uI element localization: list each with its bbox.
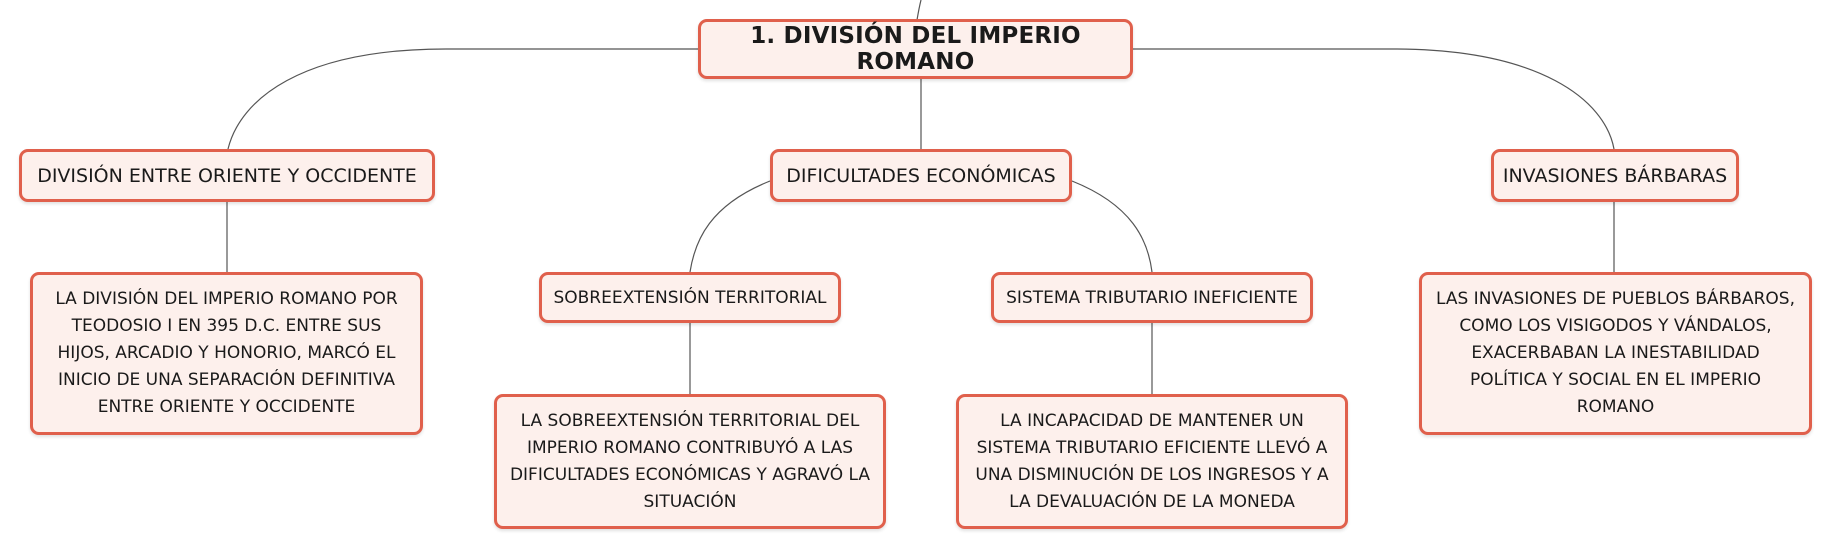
invasions-detail-node[interactable]: LAS INVASIONES DE PUEBLOS BÁRBAROS, COMO… [1419,272,1812,435]
invasions-node[interactable]: INVASIONES BÁRBARAS [1491,149,1739,202]
overextension-node[interactable]: SOBREEXTENSIÓN TERRITORIAL [539,272,841,323]
root-node-label: 1. DIVISIÓN DEL IMPERIO ROMANO [750,23,1081,75]
connector-root-to-division [227,48,698,150]
root-node[interactable]: 1. DIVISIÓN DEL IMPERIO ROMANO [698,19,1133,79]
connector-economic-to-overextension [689,180,771,273]
division-detail-node[interactable]: LA DIVISIÓN DEL IMPERIO ROMANO POR TEODO… [30,272,423,435]
economic-node-label: DIFICULTADES ECONÓMICAS [786,164,1056,187]
tax-system-node-label: SISTEMA TRIBUTARIO INEFICIENTE [1006,287,1298,308]
tax-system-detail-text: LA INCAPACIDAD DE MANTENER UN SISTEMA TR… [975,410,1329,512]
connector-economic-to-tax [1071,180,1153,273]
invasions-detail-text: LAS INVASIONES DE PUEBLOS BÁRBAROS, COMO… [1436,289,1795,417]
overextension-node-label: SOBREEXTENSIÓN TERRITORIAL [553,287,827,308]
overextension-detail-text: LA SOBREEXTENSIÓN TERRITORIAL DEL IMPERI… [509,410,871,512]
division-node[interactable]: DIVISIÓN ENTRE ORIENTE Y OCCIDENTE [19,149,435,202]
division-node-label: DIVISIÓN ENTRE ORIENTE Y OCCIDENTE [37,164,417,187]
division-detail-text: LA DIVISIÓN DEL IMPERIO ROMANO POR TEODO… [55,289,398,417]
economic-node[interactable]: DIFICULTADES ECONÓMICAS [770,149,1072,202]
tax-system-detail-node[interactable]: LA INCAPACIDAD DE MANTENER UN SISTEMA TR… [956,394,1348,529]
invasions-node-label: INVASIONES BÁRBARAS [1502,164,1728,187]
connector-parent-to-root [916,0,922,21]
tax-system-node[interactable]: SISTEMA TRIBUTARIO INEFICIENTE [991,272,1313,323]
connector-root-to-invasions [1133,48,1615,150]
overextension-detail-node[interactable]: LA SOBREEXTENSIÓN TERRITORIAL DEL IMPERI… [494,394,886,529]
